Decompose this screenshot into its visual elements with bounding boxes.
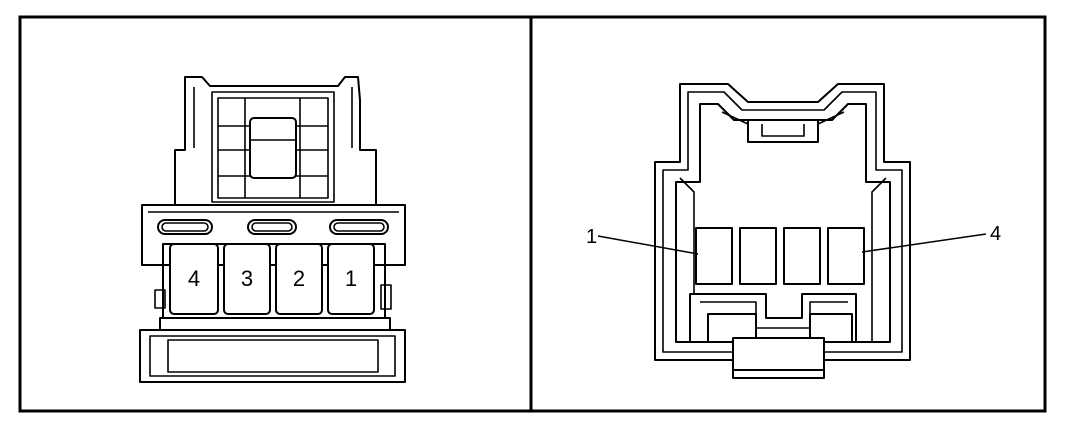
terminal-label: 4 xyxy=(188,266,200,291)
callout-label: 4 xyxy=(990,223,1001,245)
terminal-cavity-3: 3 xyxy=(223,243,271,315)
terminal-cavity-1: 1 xyxy=(327,243,375,315)
terminal-label: 3 xyxy=(241,266,253,291)
face-terminal-2 xyxy=(739,227,777,285)
connector-front-view xyxy=(141,76,406,319)
face-terminal-1 xyxy=(695,227,733,285)
callout-terminal-4: 4 xyxy=(861,223,1001,253)
terminal-cavity-4: 4 xyxy=(169,243,219,315)
terminal-cavity-2: 2 xyxy=(275,243,323,315)
callout-terminal-1: 1 xyxy=(586,226,699,255)
face-terminal-4 xyxy=(827,227,865,285)
terminal-label: 2 xyxy=(293,266,305,291)
callout-label: 1 xyxy=(586,226,597,248)
connector-base-flange xyxy=(139,317,406,383)
connector-face-view xyxy=(654,83,911,379)
face-terminal-3 xyxy=(783,227,821,285)
terminal-label: 1 xyxy=(345,266,357,291)
